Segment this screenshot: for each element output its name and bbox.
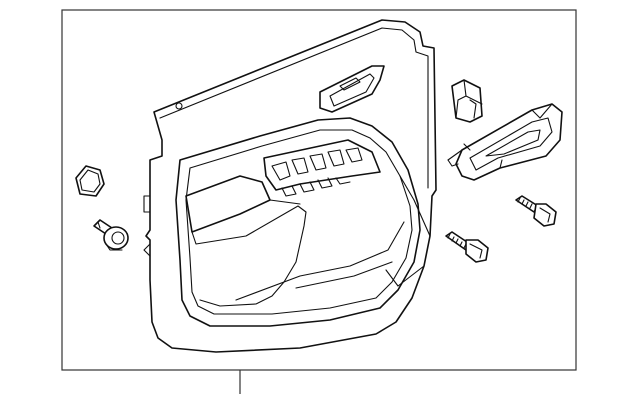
inside-handle <box>447 103 563 181</box>
handle-opening <box>319 65 385 113</box>
pull-handle-cover <box>451 79 483 123</box>
door-trim-panel <box>143 19 437 353</box>
bolt-right <box>515 195 557 227</box>
window-switch-bezel <box>263 139 381 197</box>
bolt-center <box>445 231 489 263</box>
push-retainer <box>93 219 129 251</box>
nut <box>75 165 105 197</box>
diagram-frame <box>61 9 577 394</box>
